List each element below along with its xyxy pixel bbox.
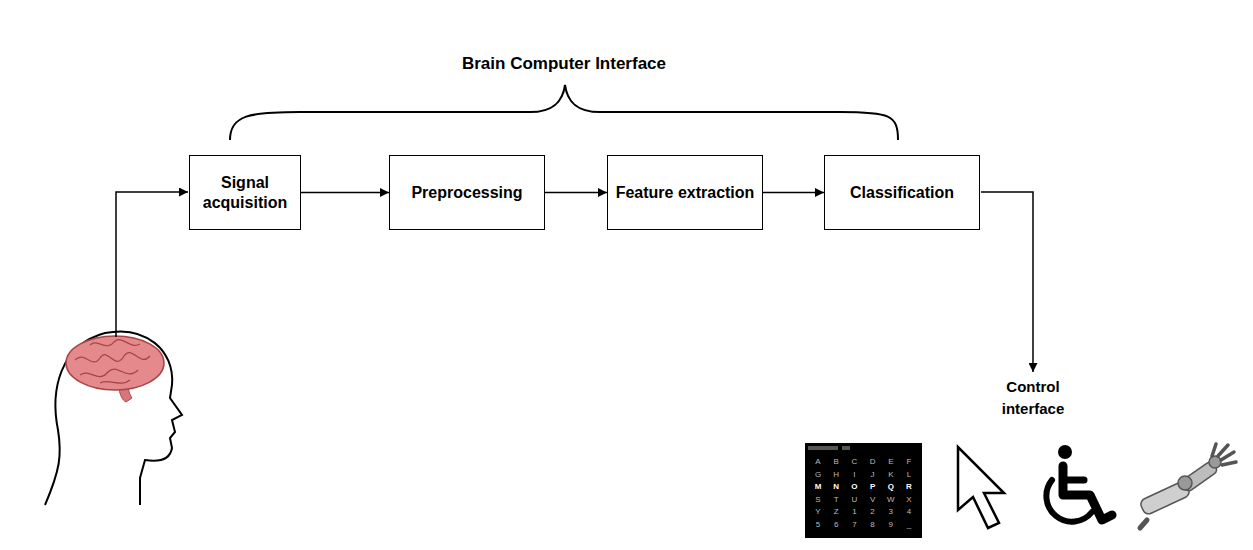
process-box: Preprocessing [389, 155, 545, 230]
brain-gyri [75, 340, 150, 384]
speller-key: L [902, 471, 916, 479]
speller-key: 7 [847, 521, 861, 529]
speller-bar [808, 446, 838, 450]
flow-arrow [301, 192, 389, 194]
speller-key: 5 [811, 521, 825, 529]
speller-key: P [866, 483, 880, 491]
process-box: Classification [824, 155, 980, 230]
speller-key: Q [884, 483, 898, 491]
speller-key: K [884, 471, 898, 479]
speller-key: N [829, 483, 843, 491]
wheelchair-head [1058, 445, 1072, 459]
speller-key: 6 [829, 521, 843, 529]
wheelchair-arm [1063, 477, 1084, 484]
speller-key: 9 [884, 521, 898, 529]
speller-key: S [811, 496, 825, 504]
arm-base [1140, 520, 1147, 528]
speller-key: Y [811, 508, 825, 516]
speller-key: T [829, 496, 843, 504]
speller-key: R [902, 483, 916, 491]
speller-key: B [829, 458, 843, 466]
speller-key: 2 [866, 508, 880, 516]
speller-icon [805, 443, 922, 538]
speller-key: G [811, 471, 825, 479]
speller-key: E [884, 458, 898, 466]
box-label: Classification [850, 183, 954, 203]
wheelchair-wheel [1046, 480, 1092, 522]
output-arrow [981, 192, 1033, 372]
speller-key: 1 [847, 508, 861, 516]
brain [66, 336, 164, 390]
head-figure [45, 332, 182, 505]
speller-key: U [847, 496, 861, 504]
wheelchair-body [1063, 466, 1112, 520]
speller-key: V [866, 496, 880, 504]
diagram-title: Brain Computer Interface [462, 54, 666, 74]
output-label: Control interface [978, 376, 1088, 420]
cursor-icon [958, 447, 1004, 528]
signal-arrow [116, 192, 188, 337]
process-box: Feature extraction [607, 155, 763, 230]
speller-key: M [811, 483, 825, 491]
speller-key: _ [902, 521, 916, 529]
speller-key: D [866, 458, 880, 466]
speller-key: I [847, 471, 861, 479]
box-label: Preprocessing [411, 183, 522, 203]
speller-key: F [902, 458, 916, 466]
process-box: Signal acquisition [189, 155, 301, 230]
arm-wrist [1209, 456, 1221, 468]
speller-screen [805, 443, 922, 538]
bci-brace [230, 85, 898, 140]
speller-key: J [866, 471, 880, 479]
speller-key: 8 [866, 521, 880, 529]
wheelchair-icon [1046, 445, 1112, 522]
robotic-arm-icon [1139, 444, 1236, 528]
box-label: Signal acquisition [197, 173, 293, 213]
speller-key: H [829, 471, 843, 479]
speller-key: 3 [884, 508, 898, 516]
arm-fingers [1212, 444, 1236, 465]
speller-key: O [847, 483, 861, 491]
arm-joint [1178, 476, 1192, 490]
speller-key: W [884, 496, 898, 504]
flow-arrow [763, 192, 824, 194]
box-label: Feature extraction [616, 183, 755, 203]
speller-key: X [902, 496, 916, 504]
speller-bar [842, 446, 850, 450]
speller-key: C [847, 458, 861, 466]
flow-arrow [545, 192, 607, 194]
head-outline [45, 332, 182, 505]
speller-key: 4 [902, 508, 916, 516]
speller-key: Z [829, 508, 843, 516]
speller-key: A [811, 458, 825, 466]
